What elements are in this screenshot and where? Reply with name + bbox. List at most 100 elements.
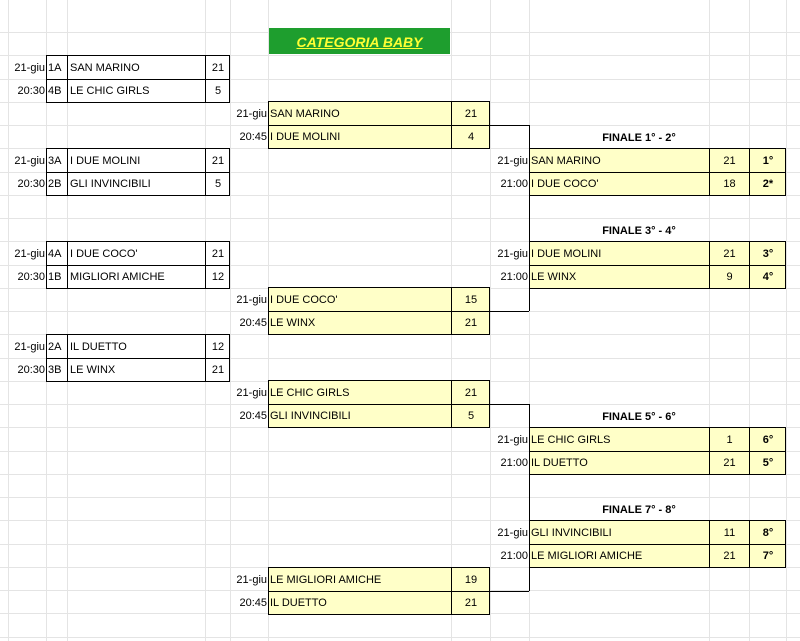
score: 4 [467, 131, 475, 143]
team-name: SAN MARINO [70, 62, 140, 74]
team-name: LE WINX [270, 317, 316, 329]
score: 12 [211, 271, 225, 283]
final-title: FINALE 3° - 4° [602, 225, 676, 237]
score: 21 [211, 62, 225, 74]
team-name: IL DUETTO [270, 597, 327, 609]
team-name: I DUE COCO' [531, 178, 599, 190]
bracket-connector [490, 404, 529, 405]
match-time: 20:45 [239, 597, 267, 609]
score: 21 [464, 108, 478, 120]
team-name: LE MIGLIORI AMICHE [270, 574, 382, 586]
sheet-gridline [0, 637, 800, 638]
match-date: 21-giu [236, 294, 267, 306]
score: 21 [723, 155, 736, 167]
match-date: 21-giu [14, 62, 45, 74]
score: 21 [723, 550, 736, 562]
sheet-gridline [709, 0, 710, 641]
bracket-connector [490, 125, 529, 126]
team-name: I DUE COCO' [270, 294, 338, 306]
final-placement: 8° [762, 527, 774, 539]
sheet-gridline [786, 0, 787, 641]
bracket-connector [529, 404, 530, 591]
match-time: 21:00 [500, 271, 528, 283]
match-date: 21-giu [14, 341, 45, 353]
score: 21 [211, 248, 225, 260]
team-name: I DUE MOLINI [270, 131, 341, 143]
team-name: IL DUETTO [531, 457, 588, 469]
final-title: FINALE 1° - 2° [602, 132, 676, 144]
match-time: 20:45 [239, 131, 267, 143]
sheet-gridline [0, 451, 800, 452]
match-time: 21:00 [500, 457, 528, 469]
team-name: LE CHIC GIRLS [531, 434, 611, 446]
group-code: 3A [48, 155, 62, 167]
match-date: 21-giu [497, 434, 528, 446]
match-date: 21-giu [497, 155, 528, 167]
sheet-gridline [490, 0, 491, 641]
final-title: FINALE 5° - 6° [602, 411, 676, 423]
match-time: 21:00 [500, 550, 528, 562]
score: 11 [723, 527, 736, 539]
team-name: LE MIGLIORI AMICHE [531, 550, 643, 562]
sheet-gridline [0, 218, 800, 219]
match-time: 20:30 [17, 85, 45, 97]
final-placement: 6° [762, 434, 774, 446]
match-date: 21-giu [14, 155, 45, 167]
score: 21 [723, 248, 736, 260]
score: 21 [723, 457, 736, 469]
sheet-gridline [0, 195, 800, 196]
team-name: IL DUETTO [70, 341, 127, 353]
score: 21 [211, 364, 225, 376]
score: 9 [726, 271, 733, 283]
match-time: 20:45 [239, 410, 267, 422]
score: 5 [214, 85, 222, 97]
team-name: LE CHIC GIRLS [70, 85, 150, 97]
sheet-gridline [0, 172, 800, 173]
sheet-gridline [0, 520, 800, 521]
team-name: SAN MARINO [531, 155, 601, 167]
sheet-gridline [0, 497, 800, 498]
score: 21 [464, 597, 478, 609]
final-placement: 7° [762, 550, 774, 562]
score: 1 [726, 434, 733, 446]
score: 15 [464, 294, 478, 306]
group-code: 3B [48, 364, 62, 376]
match-time: 20:30 [17, 178, 45, 190]
score: 5 [214, 178, 222, 190]
sheet-gridline [46, 0, 47, 641]
group-code: 2B [48, 178, 62, 190]
score: 12 [211, 341, 225, 353]
match-date: 21-giu [497, 248, 528, 260]
final-placement: 3° [762, 248, 774, 260]
match-date: 21-giu [236, 108, 267, 120]
sheet-gridline [205, 0, 206, 641]
score: 5 [467, 410, 475, 422]
final-placement: 1° [762, 155, 774, 167]
team-name: I DUE MOLINI [70, 155, 141, 167]
sheet-gridline [0, 358, 800, 359]
match-date: 21-giu [236, 387, 267, 399]
sheet-gridline [0, 79, 800, 80]
sheet-gridline [0, 265, 800, 266]
category-title: CATEGORIA BABY [269, 28, 450, 54]
sheet-gridline [0, 55, 800, 56]
team-name: I DUE COCO' [70, 248, 138, 260]
sheet-gridline [749, 0, 750, 641]
score: 21 [464, 317, 478, 329]
match-date: 21-giu [14, 248, 45, 260]
bracket-connector [490, 311, 529, 312]
group-code: 4B [48, 85, 62, 97]
match-date: 21-giu [236, 574, 267, 586]
match-date: 21-giu [497, 527, 528, 539]
score: 19 [464, 574, 478, 586]
score: 18 [723, 178, 736, 190]
team-name: SAN MARINO [270, 108, 340, 120]
team-name: GLI INVINCIBILI [270, 410, 351, 422]
group-code: 4A [48, 248, 62, 260]
score: 21 [464, 387, 478, 399]
sheet-gridline [0, 544, 800, 545]
group-code: 1A [48, 62, 62, 74]
final-placement: 5° [762, 457, 774, 469]
team-name: GLI INVINCIBILI [70, 178, 151, 190]
